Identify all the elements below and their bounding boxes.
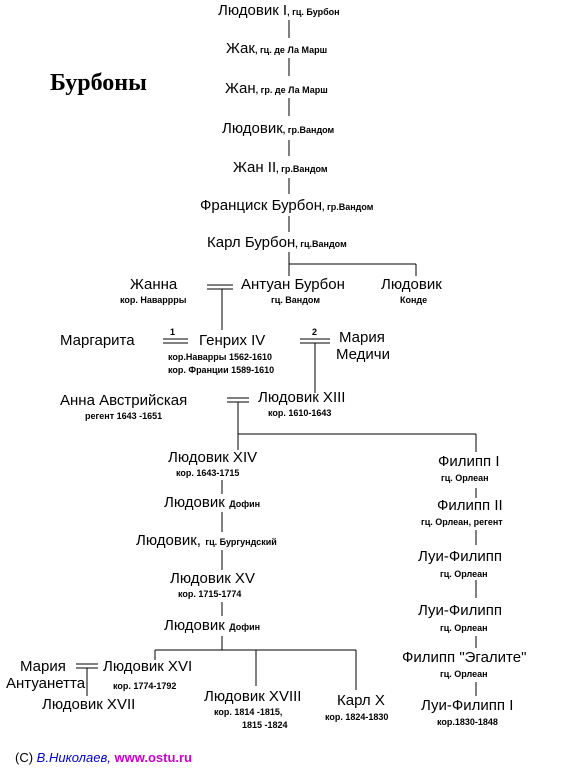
person-dauphin-1: Людовик Дофин (164, 494, 261, 511)
marriage-number-1: 1 (170, 327, 176, 337)
philippe2-title: гц. Орлеан, регент (421, 517, 503, 527)
person-bourgogne: Людовик, гц. Бургундский (136, 532, 277, 549)
person-marie-antoinette: Мария (20, 658, 66, 675)
henri4-title-2: кор. Франции 1589-1610 (168, 365, 275, 375)
louis18-title-1: кор. 1814 -1815, (214, 707, 283, 717)
person-louis13: Людовик XIII (258, 389, 346, 406)
person-louis16: Людовик XVI (103, 658, 193, 675)
louis16-title: кор. 1774-1792 (113, 681, 177, 691)
marriage-number-2: 2 (312, 327, 318, 337)
person-marie-medici: Мария (339, 329, 385, 346)
person-marie-antoinette-2: Антуанетта (6, 675, 86, 692)
louis-philippe-b-title: гц. Орлеан (440, 623, 488, 633)
footer: (С) В.Николаев, www.ostu.ru (15, 751, 192, 764)
louis-philippe-a-title: гц. Орлеан (440, 569, 488, 579)
person-philippe2: Филипп II (437, 497, 503, 514)
louis14-title: кор. 1643-1715 (176, 468, 240, 478)
person-louis15: Людовик XV (170, 570, 255, 587)
person-louis18: Людовик XVIII (204, 688, 302, 705)
person-philippe1: Филипп I (438, 453, 500, 470)
philippe1-title: гц. Орлеан (441, 473, 489, 483)
person-ludovic-conde: Людовик (381, 276, 442, 293)
copyright-mark: (С) (15, 750, 34, 765)
person-charles10: Карл X (337, 692, 385, 709)
antoine-title: гц. Вандом (271, 295, 320, 305)
person-marguerite: Маргарита (60, 332, 135, 349)
person-ludovic1: Людовик I, гц. Бурбон (218, 2, 340, 19)
anne-title: регент 1643 -1651 (85, 411, 163, 421)
person-louis-philippe-a: Луи-Филипп (418, 548, 503, 565)
person-jacques: Жак, гц. де Ла Марш (226, 40, 328, 57)
author-name: В.Николаев, (36, 750, 111, 765)
site-link[interactable]: www.ostu.ru (114, 750, 193, 765)
person-louis-philippe-b: Луи-Филипп (418, 602, 503, 619)
person-ludovic-vendome: Людовик, гр.Вандом (222, 120, 335, 137)
henri4-title-1: кор.Наварры 1562-1610 (168, 352, 273, 362)
louis13-title: кор. 1610-1643 (268, 408, 332, 418)
person-antoine: Антуан Бурбон (241, 276, 345, 293)
person-louis-philippe1: Луи-Филипп I (421, 697, 514, 714)
person-jean: Жан, гр. де Ла Марш (225, 80, 328, 97)
person-henri4: Генрих IV (199, 332, 266, 349)
page-title: Бурбоны (50, 70, 147, 96)
person-anne: Анна Австрийская (60, 392, 188, 409)
louis18-title-2: 1815 -1824 (242, 720, 288, 730)
person-louis14: Людовик XIV (168, 449, 258, 466)
jeanne-title: кор. Наваррры (120, 295, 187, 305)
louis15-title: кор. 1715-1774 (178, 589, 242, 599)
person-jeanne: Жанна (130, 276, 178, 293)
egalite-title: гц. Орлеан (440, 669, 488, 679)
louis-philippe1-title: кор.1830-1848 (437, 717, 498, 727)
person-louis17: Людовик XVII (42, 696, 136, 713)
person-dauphin-2: Людовик Дофин (164, 617, 261, 634)
conde-title: Конде (400, 295, 428, 305)
person-egalite: Филипп "Эгалите" (402, 649, 527, 666)
person-jean2: Жан II, гр.Вандом (233, 159, 328, 176)
person-marie-medici-2: Медичи (336, 346, 391, 363)
person-francois: Франциск Бурбон, гр.Вандом (200, 197, 374, 214)
charles10-title: кор. 1824-1830 (325, 712, 389, 722)
person-charles: Карл Бурбон, гц.Вандом (207, 234, 347, 251)
